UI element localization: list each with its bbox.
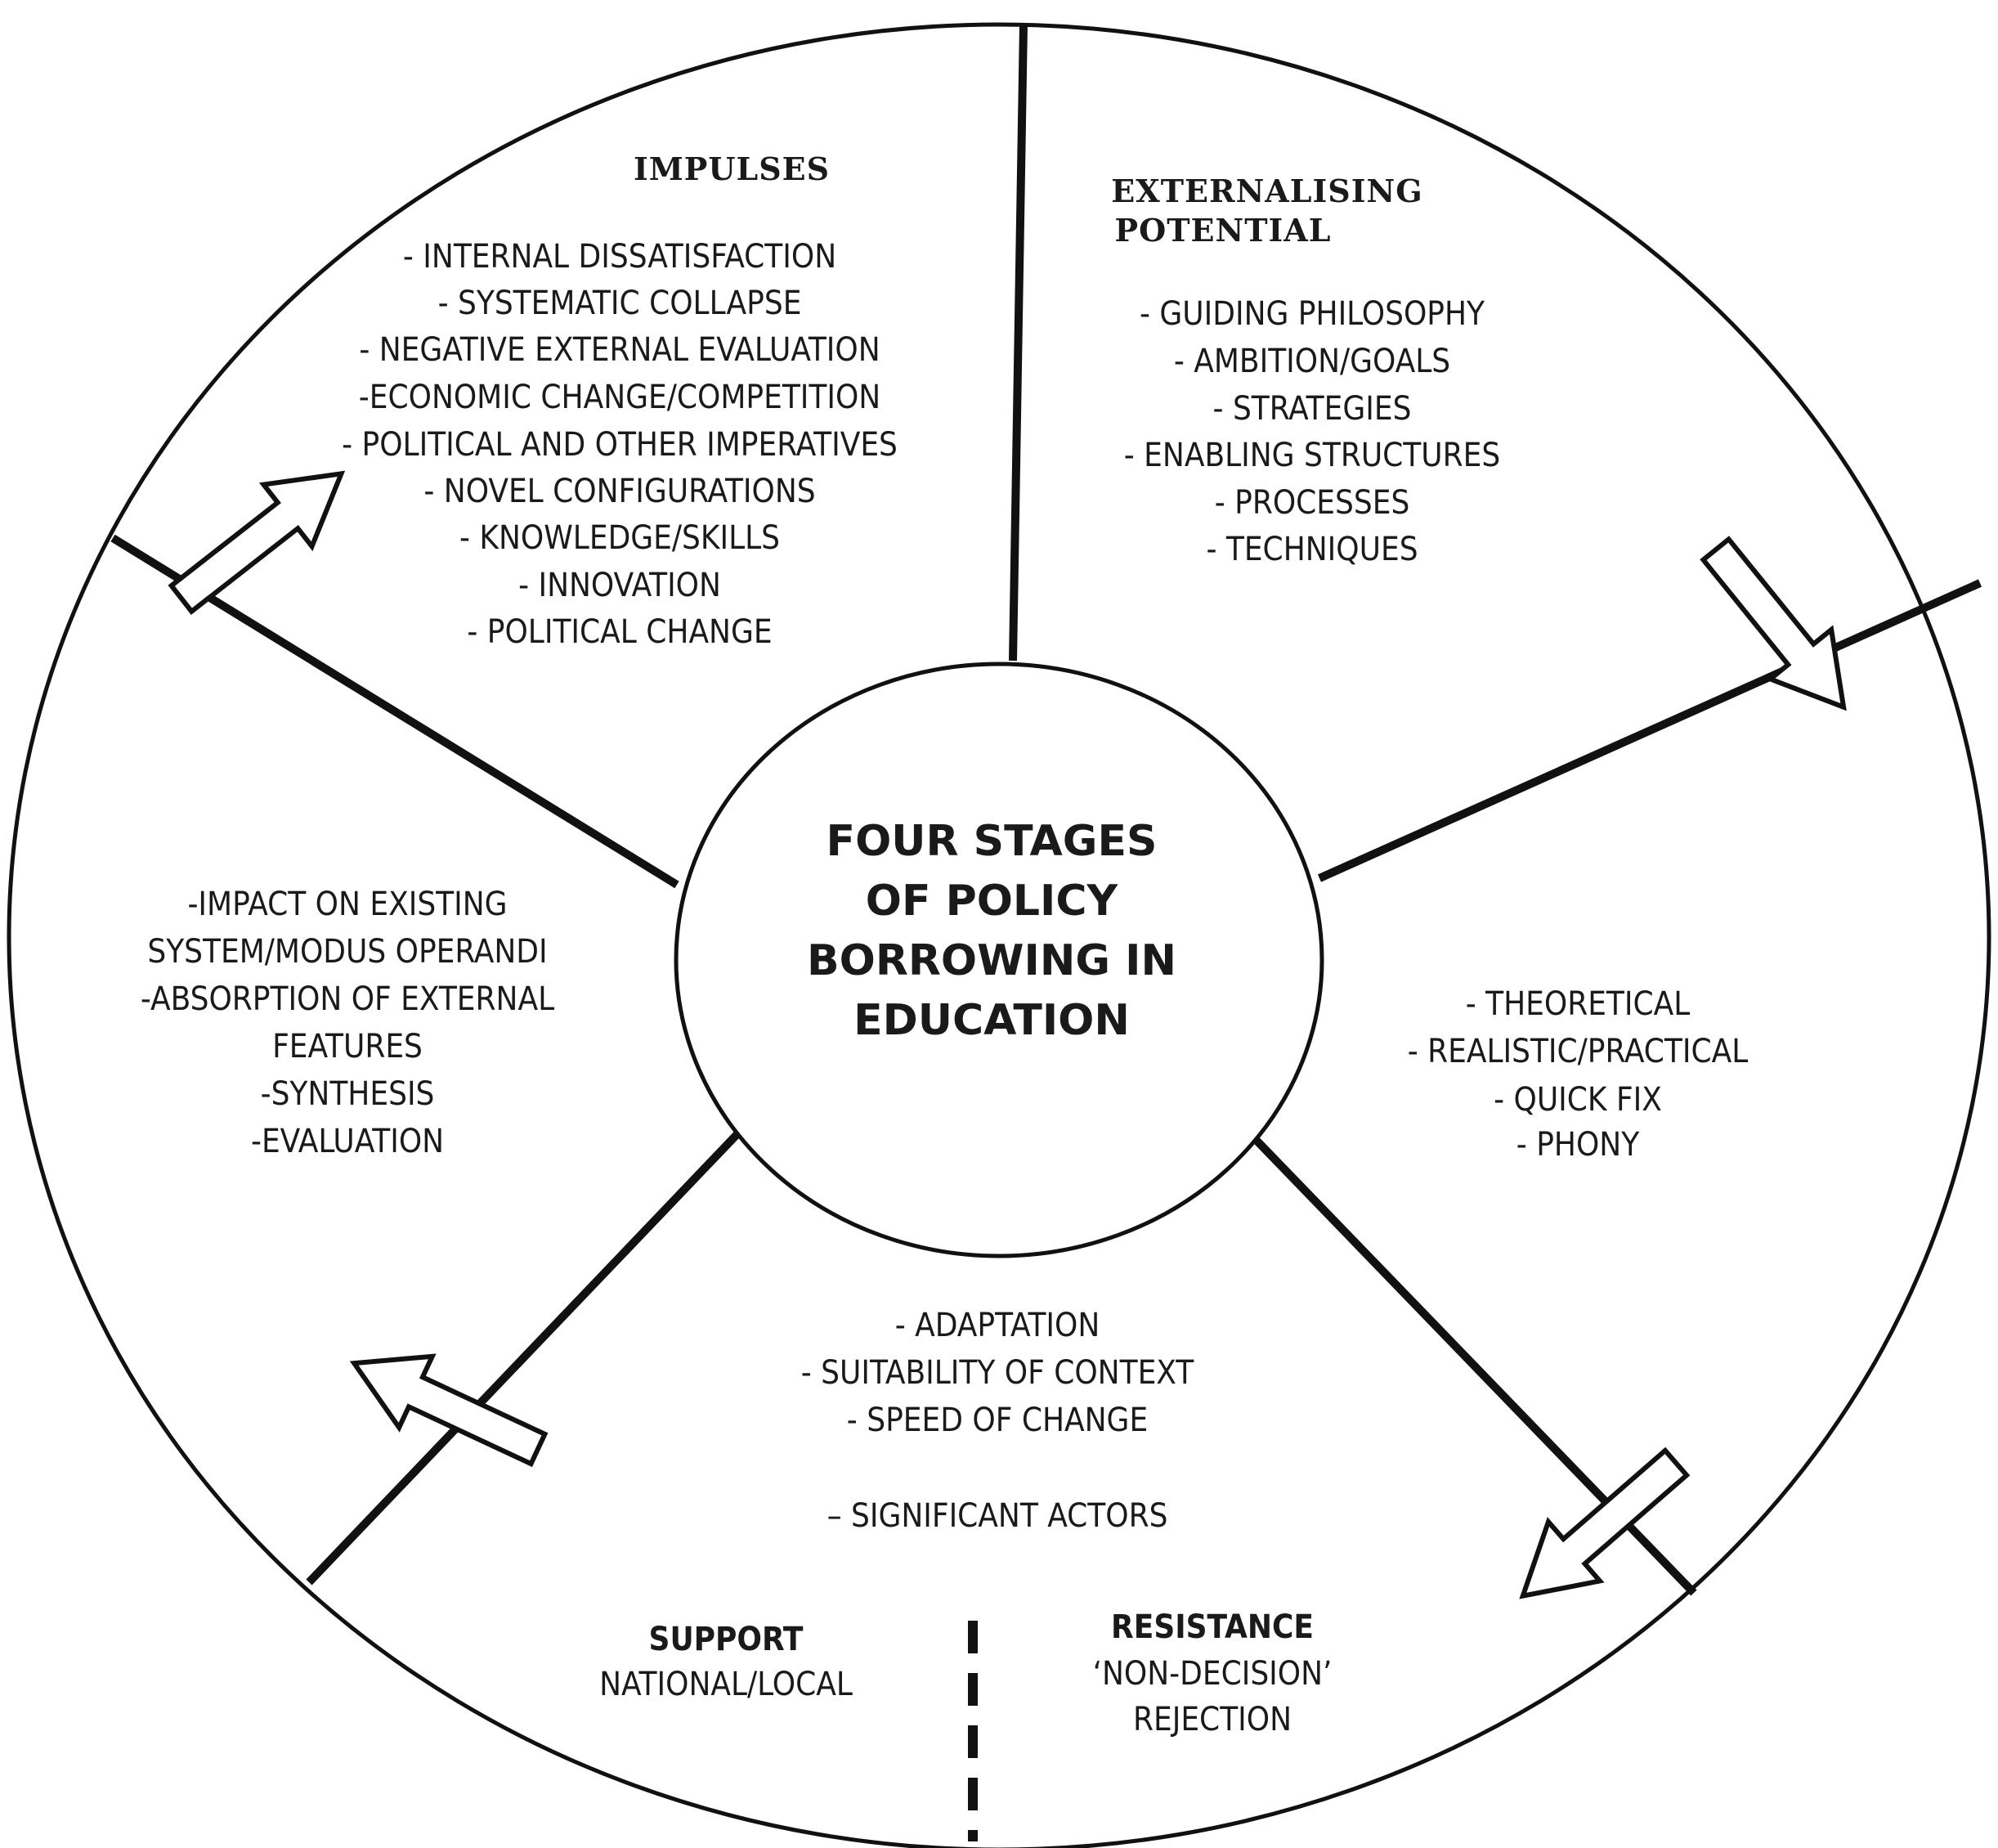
- impulses-heading: IMPULSES: [634, 150, 830, 187]
- center-title-line: FOUR STAGES: [827, 817, 1158, 866]
- internalisation-item: -IMPACT ON EXISTING: [187, 886, 507, 923]
- decision-item: - REALISTIC/PRACTICAL: [1408, 1033, 1749, 1070]
- arrow-lower-right: [1519, 1447, 1691, 1599]
- internalisation-item: -SYNTHESIS: [261, 1075, 435, 1113]
- section-impulses: IMPULSES - INTERNAL DISSATISFACTION - SY…: [342, 150, 898, 651]
- implementation-item: - ADAPTATION: [895, 1307, 1100, 1344]
- center-title-line: BORROWING IN: [807, 936, 1176, 985]
- externalising-heading: EXTERNALISING: [1111, 173, 1422, 209]
- arrow-lower-left: [349, 1353, 549, 1468]
- impulses-item: -ECONOMIC CHANGE/COMPETITION: [359, 379, 880, 416]
- impulses-item: - INTERNAL DISSATISFACTION: [403, 238, 836, 276]
- section-externalising-potential: EXTERNALISING POTENTIAL - GUIDING PHILOS…: [1111, 173, 1500, 568]
- impulses-item: - POLITICAL CHANGE: [467, 613, 772, 651]
- spoke-lower-left: [306, 1117, 754, 1586]
- center-title-line: EDUCATION: [853, 996, 1130, 1045]
- impulses-item: - POLITICAL AND OTHER IMPERATIVES: [342, 426, 898, 464]
- decision-item: - QUICK FIX: [1494, 1081, 1662, 1119]
- impulses-item: - NEGATIVE EXTERNAL EVALUATION: [359, 331, 880, 369]
- externalising-item: - ENABLING STRUCTURES: [1124, 437, 1500, 474]
- impulses-item: - INNOVATION: [518, 567, 721, 604]
- impulses-item: - NOVEL CONFIGURATIONS: [423, 473, 815, 510]
- impulses-item: - SYSTEMATIC COLLAPSE: [438, 285, 802, 322]
- externalising-item: - TECHNIQUES: [1206, 531, 1418, 568]
- arrow-upper-right: [1700, 536, 1847, 711]
- implementation-item: – SIGNIFICANT ACTORS: [827, 1497, 1168, 1535]
- externalising-item: - STRATEGIES: [1213, 390, 1412, 428]
- internalisation-item: -EVALUATION: [251, 1123, 444, 1160]
- center-title-line: OF POLICY: [866, 877, 1119, 926]
- section-internalisation: -IMPACT ON EXISTING SYSTEM/MODUS OPERAND…: [141, 886, 554, 1160]
- support-heading: SUPPORT: [649, 1621, 804, 1658]
- section-implementation: - ADAPTATION - SUITABILITY OF CONTEXT - …: [599, 1307, 1332, 1738]
- decision-item: - PHONY: [1516, 1126, 1640, 1164]
- impulses-item: - KNOWLEDGE/SKILLS: [459, 519, 780, 557]
- externalising-item: - AMBITION/GOALS: [1174, 343, 1450, 380]
- implementation-item: - SUITABILITY OF CONTEXT: [801, 1354, 1194, 1392]
- spoke-upper-right: [1317, 579, 1982, 882]
- spoke-top: [1009, 24, 1028, 662]
- resistance-text: REJECTION: [1133, 1701, 1292, 1738]
- implementation-item: - SPEED OF CHANGE: [847, 1402, 1148, 1439]
- arrow-upper-left: [168, 470, 346, 615]
- resistance-heading: RESISTANCE: [1111, 1608, 1314, 1646]
- support-text: NATIONAL/LOCAL: [599, 1666, 853, 1703]
- outer-circle: [7, 22, 1991, 1848]
- internalisation-item: FEATURES: [272, 1028, 423, 1065]
- externalising-item: - GUIDING PHILOSOPHY: [1140, 295, 1485, 333]
- externalising-heading: POTENTIAL: [1115, 212, 1332, 249]
- resistance-text: ‘NON-DECISION’: [1093, 1655, 1333, 1693]
- center-circle: [674, 662, 1324, 1258]
- center-title: FOUR STAGES OF POLICY BORROWING IN EDUCA…: [807, 817, 1176, 1045]
- internalisation-item: SYSTEM/MODUS OPERANDI: [147, 933, 547, 971]
- decision-item: - THEORETICAL: [1466, 985, 1691, 1023]
- section-decision: - THEORETICAL - REALISTIC/PRACTICAL - QU…: [1408, 985, 1749, 1164]
- internalisation-item: -ABSORPTION OF EXTERNAL: [141, 980, 554, 1018]
- externalising-item: - PROCESSES: [1215, 484, 1410, 522]
